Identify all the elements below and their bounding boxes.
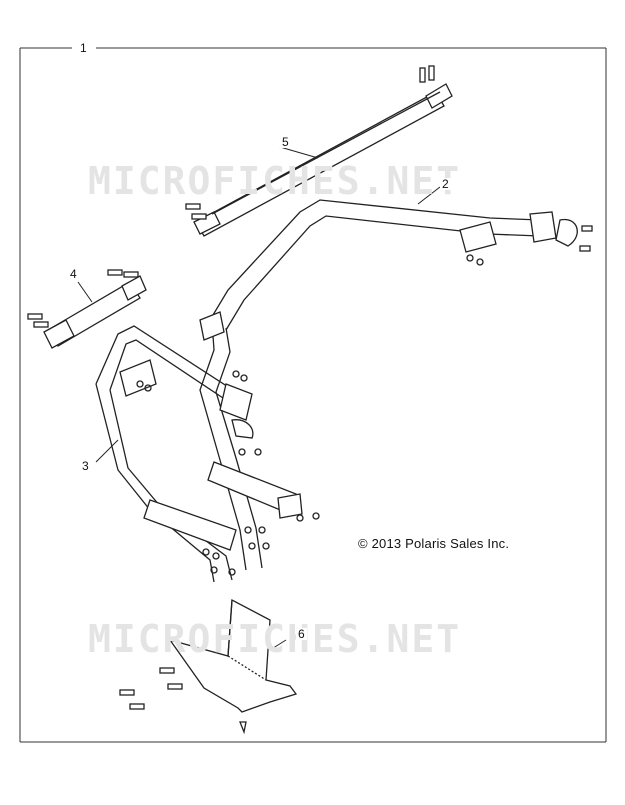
copyright-notice: © 2013 Polaris Sales Inc.: [358, 536, 510, 551]
part-4-tube: [27, 269, 147, 349]
part-6-bracket: [119, 598, 298, 735]
part-2-tube: [209, 199, 593, 331]
part-5-tube: [185, 65, 453, 237]
leader-6: [269, 639, 287, 651]
leader-5: [279, 146, 319, 159]
callout-2: 2: [440, 177, 451, 191]
callout-5: 5: [280, 135, 291, 149]
callout-3: 3: [80, 459, 91, 473]
callout-4: 4: [68, 267, 79, 281]
callout-1: 1: [78, 41, 89, 55]
watermark-bottom: MICROFICHES.NET: [88, 617, 462, 661]
watermark-top: MICROFICHES.NET: [88, 159, 462, 203]
leader-2: [417, 186, 441, 205]
leader-3: [95, 439, 119, 463]
callout-6: 6: [296, 627, 307, 641]
border-frame: [19, 47, 607, 743]
part-3-tube: [95, 311, 320, 583]
leader-4: [77, 281, 93, 303]
